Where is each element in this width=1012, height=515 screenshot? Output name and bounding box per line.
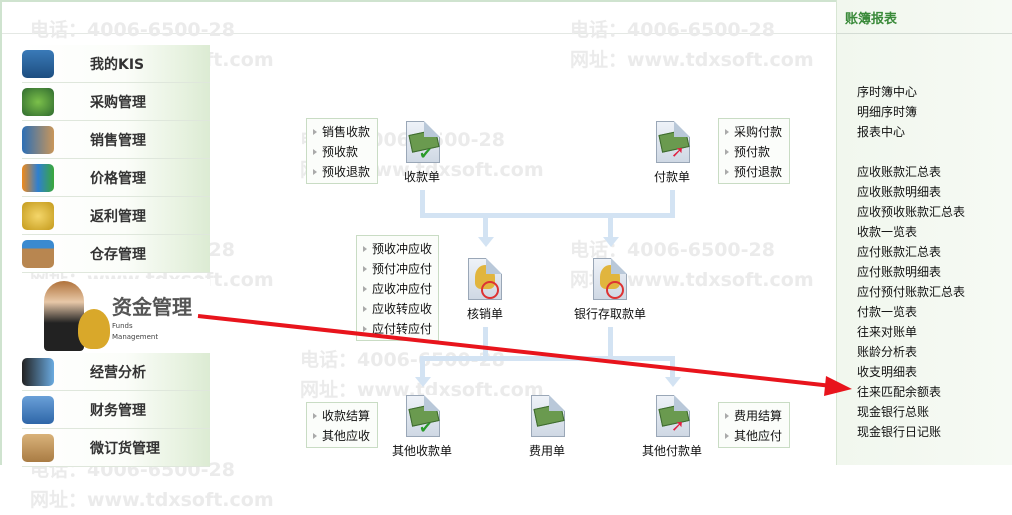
report-link[interactable]: 现金银行日记账 bbox=[857, 425, 942, 439]
report-link[interactable]: 应收账款汇总表 bbox=[857, 165, 942, 179]
report-link[interactable]: 报表中心 bbox=[857, 125, 906, 139]
link-writeoff-4[interactable]: 应收转应收 bbox=[363, 299, 438, 319]
module-sidebar: 我的KIS 采购管理 销售管理 价格管理 返利管理 仓存管理 资金管理 Fund… bbox=[10, 41, 210, 467]
connector bbox=[670, 361, 675, 378]
funds-sub-2: Management bbox=[112, 333, 159, 341]
connector bbox=[608, 218, 613, 238]
link-sales-receipt[interactable]: 销售收款 bbox=[313, 122, 377, 142]
link-other-receivable[interactable]: 其他应收 bbox=[313, 426, 377, 446]
report-link[interactable]: 应付账款汇总表 bbox=[857, 245, 942, 259]
report-link[interactable]: 账龄分析表 bbox=[857, 345, 918, 359]
down-arrow-icon bbox=[415, 377, 431, 387]
expense-doc-icon[interactable] bbox=[531, 395, 565, 437]
link-purchase-payment[interactable]: 采购付款 bbox=[725, 122, 789, 142]
connector bbox=[670, 190, 675, 218]
purchase-icon bbox=[22, 87, 54, 116]
sidebar-item-purchase[interactable]: 采购管理 bbox=[22, 83, 210, 121]
report-link[interactable]: 应付账款明细表 bbox=[857, 265, 942, 279]
link-writeoff-2[interactable]: 预付冲应付 bbox=[363, 259, 438, 279]
sidebar-item-sales[interactable]: 销售管理 bbox=[22, 121, 210, 159]
payment-doc-label[interactable]: 付款单 bbox=[653, 170, 690, 184]
sidebar-item-rebate[interactable]: 返利管理 bbox=[22, 197, 210, 235]
expense-doc-label[interactable]: 费用单 bbox=[528, 444, 565, 458]
down-arrow-icon bbox=[603, 237, 619, 247]
writeoff-types-box: 预收冲应收 预付冲应付 应收冲应付 应收转应收 应付转应付 bbox=[356, 235, 439, 341]
sidebar-item-warehouse[interactable]: 仓存管理 bbox=[22, 235, 210, 273]
reports-panel: 账簿报表 序时簿中心明细序时簿报表中心应收账款汇总表应收账款明细表应收预收账款汇… bbox=[836, 0, 1012, 465]
report-link[interactable]: 应收账款明细表 bbox=[857, 185, 942, 199]
sidebar-item-finance[interactable]: 财务管理 bbox=[22, 391, 210, 429]
report-link[interactable]: 往来对账单 bbox=[857, 325, 918, 339]
other-payment-doc-icon[interactable]: ➚ bbox=[656, 395, 690, 437]
reports-title: 账簿报表 bbox=[845, 12, 898, 27]
down-arrow-icon bbox=[665, 377, 681, 387]
pay-types-box: 采购付款 预付款 预付退款 bbox=[718, 118, 790, 184]
reports-divider bbox=[837, 33, 1012, 34]
sidebar-item-micro-order[interactable]: 微订货管理 bbox=[22, 429, 210, 467]
down-arrow-icon bbox=[478, 237, 494, 247]
report-link[interactable]: 收支明细表 bbox=[857, 365, 918, 379]
report-link[interactable]: 序时簿中心 bbox=[857, 85, 918, 99]
report-link[interactable]: 付款一览表 bbox=[857, 305, 918, 319]
report-link[interactable]: 应收预收账款汇总表 bbox=[857, 205, 966, 219]
funds-sub-1: Funds bbox=[112, 322, 133, 330]
connector bbox=[420, 190, 425, 218]
connector bbox=[420, 213, 675, 218]
monitor-icon bbox=[22, 49, 54, 78]
salesman-icon bbox=[22, 125, 54, 154]
link-advance-payment[interactable]: 预付款 bbox=[725, 142, 789, 162]
receipt-doc-icon[interactable]: ✔ bbox=[406, 121, 440, 163]
payment-doc-icon[interactable]: ➚ bbox=[656, 121, 690, 163]
report-link[interactable]: 收款一览表 bbox=[857, 225, 918, 239]
building-icon bbox=[22, 395, 54, 424]
link-expense-settlement[interactable]: 费用结算 bbox=[725, 406, 789, 426]
other-receipt-doc-icon[interactable]: ✔ bbox=[406, 395, 440, 437]
sidebar-item-my-kis[interactable]: 我的KIS bbox=[22, 45, 210, 83]
coins-icon bbox=[22, 201, 54, 230]
left-border bbox=[0, 0, 2, 465]
other-receipt-doc-label[interactable]: 其他收款单 bbox=[391, 444, 452, 458]
receipt-doc-label[interactable]: 收款单 bbox=[403, 170, 440, 184]
link-writeoff-5[interactable]: 应付转应付 bbox=[363, 319, 438, 339]
sidebar-item-analysis[interactable]: 经营分析 bbox=[22, 353, 210, 391]
link-writeoff-3[interactable]: 应收冲应付 bbox=[363, 279, 438, 299]
link-writeoff-1[interactable]: 预收冲应收 bbox=[363, 239, 438, 259]
top-border bbox=[0, 0, 836, 2]
header-divider bbox=[2, 33, 836, 34]
other-receive-box: 收款结算 其他应收 bbox=[306, 402, 378, 448]
writeoff-stamp-icon[interactable] bbox=[468, 258, 502, 300]
other-payment-doc-label[interactable]: 其他付款单 bbox=[641, 444, 702, 458]
report-link[interactable]: 现金银行总账 bbox=[857, 405, 930, 419]
report-link[interactable]: 明细序时簿 bbox=[857, 105, 918, 119]
sidebar-item-price[interactable]: 价格管理 bbox=[22, 159, 210, 197]
writeoff-doc-label[interactable]: 核销单 bbox=[466, 307, 503, 321]
connector bbox=[483, 218, 488, 238]
report-link[interactable]: 应付预付账款汇总表 bbox=[857, 285, 966, 299]
bank-stamp-icon[interactable] bbox=[593, 258, 627, 300]
funds-manager-avatar-icon bbox=[40, 281, 110, 351]
box-icon bbox=[22, 239, 54, 268]
price-blocks-icon bbox=[22, 163, 54, 192]
link-other-payable[interactable]: 其他应付 bbox=[725, 426, 789, 446]
other-pay-box: 费用结算 其他应付 bbox=[718, 402, 790, 448]
link-advance-receipt[interactable]: 预收款 bbox=[313, 142, 377, 162]
receive-types-box: 销售收款 预收款 预收退款 bbox=[306, 118, 378, 184]
connector bbox=[420, 356, 675, 361]
analyst-icon bbox=[22, 357, 54, 386]
link-receipt-settlement[interactable]: 收款结算 bbox=[313, 406, 377, 426]
report-link[interactable]: 往来匹配余额表 bbox=[857, 385, 942, 399]
bank-doc-label[interactable]: 银行存取款单 bbox=[573, 307, 646, 321]
package-icon bbox=[22, 433, 54, 462]
link-advance-pay-refund[interactable]: 预付退款 bbox=[725, 162, 789, 182]
link-advance-refund[interactable]: 预收退款 bbox=[313, 162, 377, 182]
connector bbox=[420, 361, 425, 378]
